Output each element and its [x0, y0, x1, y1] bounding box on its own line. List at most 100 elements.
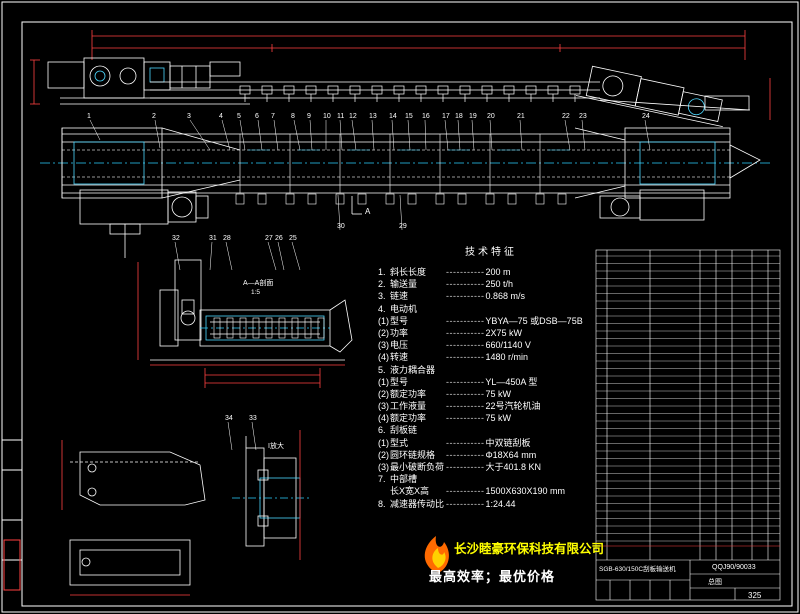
trough-support: [327, 85, 339, 102]
spec-row-number: (3): [378, 401, 389, 412]
callout: 21: [517, 113, 525, 151]
pan-joint: [535, 134, 570, 205]
detail-i-label: I放大: [268, 441, 284, 450]
trough-support: [371, 85, 383, 102]
spec-row-value: 1480 r/min: [482, 352, 529, 363]
spec-row-number: 1.: [378, 267, 386, 277]
callout: 28: [223, 235, 233, 271]
spec-row: 5.液力耦合器: [378, 364, 608, 376]
spec-row: 6.刮板链: [378, 424, 608, 436]
spec-row: 4.电动机: [378, 303, 608, 315]
detail-i-view: [232, 430, 310, 560]
callout: 13: [369, 113, 377, 151]
trough-support: [349, 85, 361, 102]
callout-number: 19: [469, 113, 477, 120]
spec-row-label: 输送量: [390, 279, 418, 290]
spec-row-number: (3): [378, 462, 389, 472]
title-block-drawing-no: QQJ90/90033: [712, 564, 756, 571]
callout-number: 17: [442, 113, 450, 120]
callout: 7: [271, 113, 279, 151]
spec-row-label: 中部槽: [390, 474, 418, 485]
spec-row-value: Φ18X64 mm: [482, 449, 537, 460]
spec-row-leader: - - - - - - - - - - -: [446, 267, 484, 277]
section-chain-flights: [213, 317, 325, 339]
callout-number: 15: [405, 113, 413, 120]
callout: 3: [187, 113, 211, 151]
spec-row: (3)电压- - - - - - - - - - - 660/1140 V: [378, 339, 608, 351]
chain-flight: [291, 317, 299, 339]
spec-row-leader: - - - - - - - - - - -: [446, 462, 484, 472]
callout: 16: [422, 113, 430, 151]
callout: 18: [455, 113, 463, 151]
callout-number: 34: [225, 415, 233, 422]
spec-row: (1)型号- - - - - - - - - - - YL—450A 型: [378, 376, 608, 388]
company-name: 长沙睦豪环保科技有限公司: [454, 541, 605, 556]
callout-number: 12: [349, 113, 357, 120]
spec-title: 技术特征: [465, 247, 517, 258]
spec-row-leader: - - - - - - - - - - -: [446, 401, 484, 412]
callout-number: 26: [275, 235, 283, 242]
trough-support: [503, 85, 515, 102]
chain-flight: [278, 317, 286, 339]
spec-row-number: (3): [378, 340, 389, 351]
spec-row-label: 长X宽X高: [390, 486, 430, 497]
spec-row-leader: - - - - - - - - - - -: [446, 413, 484, 424]
callout: 25: [289, 235, 301, 271]
spec-row-number: 2.: [378, 279, 386, 290]
spec-row-label: 电动机: [390, 303, 418, 314]
detail-plates-view: [61, 440, 206, 596]
callout-number: 25: [289, 235, 297, 242]
spec-row: (3)最小破断负荷- - - - - - - - - - - 大于401.8 K…: [378, 461, 608, 473]
callout-number: 24: [642, 113, 650, 120]
trough-support: [415, 85, 427, 102]
spec-row-number: (2): [378, 388, 389, 399]
spec-row: 7.中部槽: [378, 473, 608, 485]
trough-support: [459, 85, 471, 102]
chain-flight: [252, 317, 260, 339]
spec-row-number: (1): [378, 437, 389, 448]
chain-flight: [226, 317, 234, 339]
trough-support: [569, 85, 581, 102]
callout-number: 7: [271, 113, 275, 120]
spec-row-label: 功率: [390, 327, 409, 338]
callout-number: 20: [487, 113, 495, 120]
spec-row-leader: - - - - - - - - - - -: [446, 486, 484, 497]
spec-row-number: (4): [378, 413, 389, 424]
spec-row-value: YBYA—75 或DSB—75B: [482, 315, 583, 326]
spec-row-value: 660/1140 V: [482, 340, 531, 351]
elevation-trough-supports: [239, 85, 581, 102]
spec-row-value: 200 m: [482, 267, 511, 277]
trough-support: [261, 85, 273, 102]
spec-row: 2.输送量- - - - - - - - - - - 250 t/h: [378, 278, 608, 290]
callout-number: 10: [323, 113, 331, 120]
spec-row-number: (2): [378, 449, 389, 460]
spec-row: (2)功率- - - - - - - - - - - 2X75 kW: [378, 327, 608, 339]
callout-number: 27: [265, 235, 273, 242]
callout: 12: [349, 113, 357, 151]
callout: 26: [275, 235, 285, 271]
callout: 34: [225, 415, 233, 451]
callout: 11: [337, 113, 344, 151]
callout: 2: [152, 113, 161, 149]
callout: 30: [337, 194, 345, 231]
spec-row-leader: - - - - - - - - - - -: [446, 340, 484, 351]
callout: 8: [291, 113, 301, 151]
spec-row-label: 最小破断负荷: [390, 462, 445, 472]
callout-number: 9: [307, 113, 311, 120]
callout-number: 28: [223, 235, 231, 242]
callout-number: 8: [291, 113, 295, 120]
callout: 15: [405, 113, 413, 151]
spec-row-label: 刮板链: [390, 425, 418, 436]
spec-row-value: 1:24.44: [482, 498, 516, 509]
spec-row: (4)转速- - - - - - - - - - - 1480 r/min: [378, 351, 608, 363]
callout: 27: [265, 235, 277, 271]
spec-row-number: (1): [378, 315, 389, 326]
spec-row-label: 链速: [390, 291, 409, 302]
spec-row-leader: - - - - - - - - - - -: [446, 376, 484, 387]
section-a-a-scale: 1:5: [251, 289, 260, 296]
trough-support: [283, 85, 295, 102]
spec-row-leader: - - - - - - - - - - -: [446, 388, 484, 399]
callout: 10: [323, 113, 331, 150]
